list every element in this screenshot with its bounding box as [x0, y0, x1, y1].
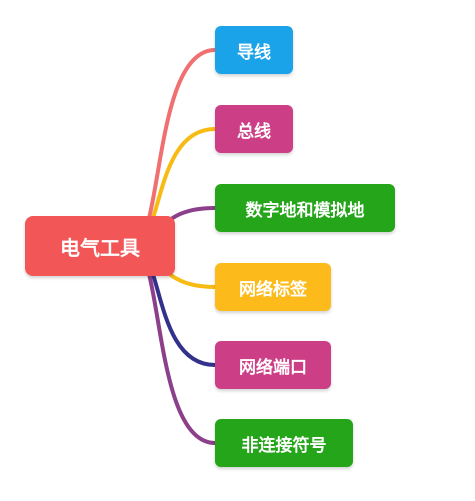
root-node-electrical-tools[interactable]: 电气工具: [25, 216, 175, 276]
child-node-digital-analog-ground[interactable]: 数字地和模拟地: [215, 184, 395, 232]
child-node-wire[interactable]: 导线: [215, 26, 293, 74]
child-node-no-connect-symbol[interactable]: 非连接符号: [215, 419, 353, 467]
child-node-net-label[interactable]: 网络标签: [215, 263, 331, 311]
child-node-bus[interactable]: 总线: [215, 105, 293, 153]
child-node-net-port[interactable]: 网络端口: [215, 341, 331, 389]
